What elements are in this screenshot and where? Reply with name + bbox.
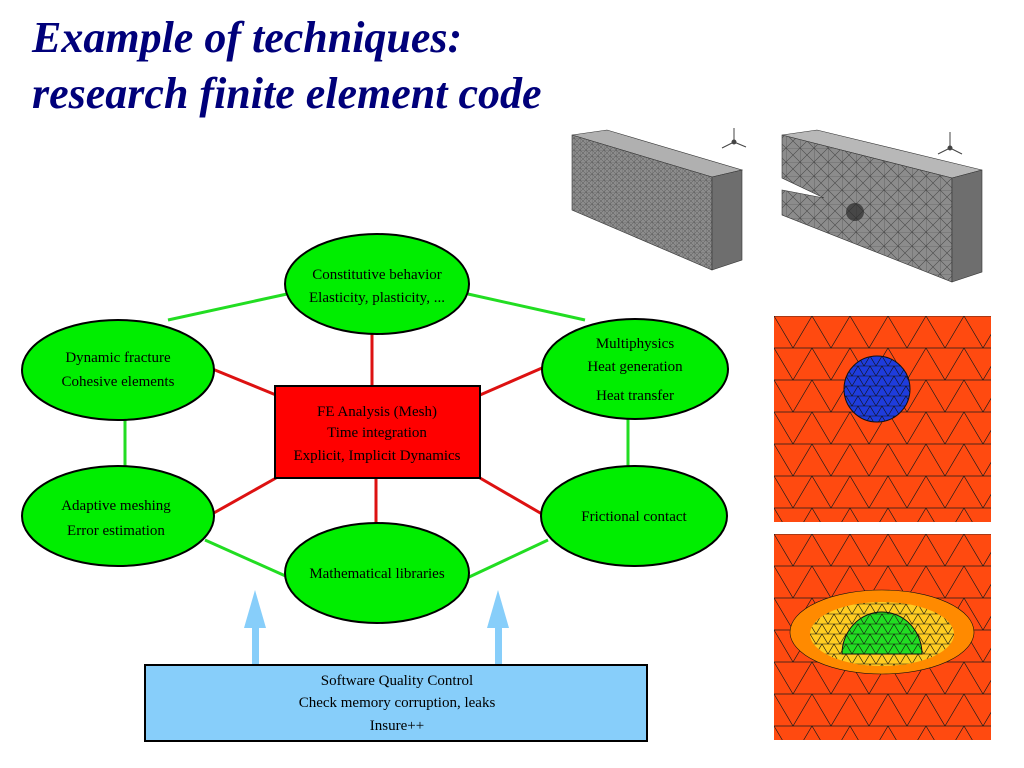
slide-title-line-2: research finite element code (32, 69, 542, 118)
center-box-line-2: Time integration (327, 425, 427, 441)
edge-constitutive-multiphysics (467, 292, 586, 322)
edge-contact-mathlib (466, 538, 549, 580)
node-contact: Frictional contact (540, 465, 728, 567)
slide-title-line-1: Example of techniques: (32, 13, 463, 62)
node-adaptive: Adaptive meshing Error estimation (21, 465, 215, 567)
quality-line-2: Check memory corruption, leaks (299, 695, 496, 711)
edge-constitutive-fracture (167, 292, 288, 322)
arrow-up-icon (487, 590, 509, 666)
center-box-line-1: FE Analysis (Mesh) (317, 404, 437, 420)
uncracked-beam-mesh (571, 129, 744, 271)
indentation-sphere-image (774, 534, 991, 740)
node-constitutive-line-2: Elasticity, plasticity, ... (309, 290, 445, 306)
edge-center-multiphysics (479, 366, 543, 397)
node-fracture-line-2: Cohesive elements (62, 374, 175, 390)
mesh-beam-images (571, 128, 983, 283)
node-mathlib-line-1: Mathematical libraries (309, 566, 445, 582)
edge-center-adaptive (211, 476, 277, 516)
node-mathlib: Mathematical libraries (284, 522, 470, 624)
slide-title: Example of techniques: research finite e… (32, 10, 542, 122)
edge-center-contact (479, 476, 543, 516)
axis-triad-icon (937, 132, 963, 155)
center-box-line-3: Explicit, Implicit Dynamics (293, 448, 460, 464)
node-multiphysics: Multiphysics Heat generation Heat transf… (541, 318, 729, 420)
edge-adaptive-mathlib (204, 538, 291, 580)
node-adaptive-line-2: Error estimation (67, 523, 165, 539)
node-constitutive: Constitutive behavior Elasticity, plasti… (284, 233, 470, 335)
center-box (274, 385, 481, 479)
ring-edges (123, 292, 630, 580)
quality-line-3: Insure++ (370, 718, 424, 734)
node-multiphysics-line-1: Multiphysics (596, 336, 675, 352)
node-multiphysics-line-3: Heat transfer (596, 388, 674, 404)
quality-control-box (144, 664, 648, 742)
node-constitutive-line-1: Constitutive behavior (312, 267, 442, 283)
edge-center-fracture (209, 366, 277, 397)
node-fracture: Dynamic fracture Cohesive elements (21, 319, 215, 421)
contact-sphere-image (774, 316, 991, 522)
axis-triad-icon (721, 128, 747, 149)
node-multiphysics-line-2: Heat generation (587, 359, 683, 375)
node-contact-line-1: Frictional contact (581, 509, 687, 525)
node-adaptive-line-1: Adaptive meshing (61, 498, 171, 514)
quality-line-1: Software Quality Control (321, 673, 473, 689)
arrow-up-icon (244, 590, 266, 666)
cracked-beam-mesh (781, 129, 983, 283)
node-fracture-line-1: Dynamic fracture (65, 350, 171, 366)
spoke-edges (209, 334, 543, 523)
